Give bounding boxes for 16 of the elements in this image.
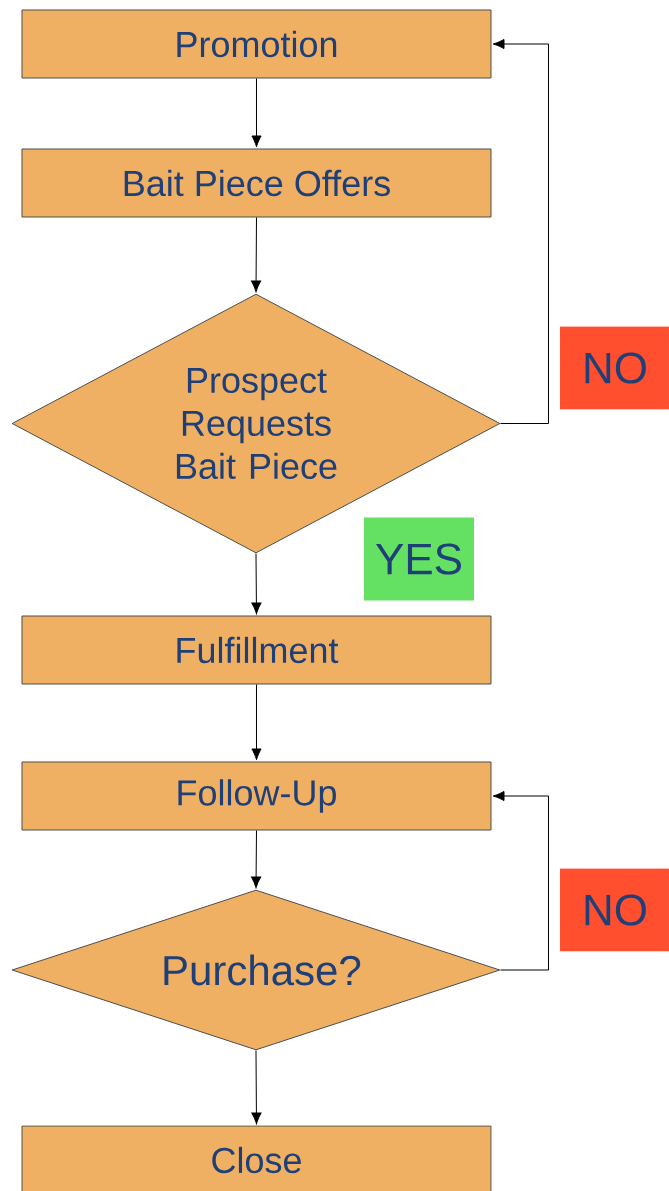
edge-label: NO (560, 326, 669, 410)
edge-label: YES (364, 517, 474, 601)
arrow (251, 217, 262, 293)
arrow (492, 790, 549, 971)
process-box: Fulfillment (21, 615, 492, 685)
arrow (492, 38, 549, 424)
arrow (251, 684, 262, 761)
arrow (251, 78, 262, 148)
arrow (251, 830, 262, 889)
arrow (251, 1050, 262, 1125)
process-box: Follow-Up (21, 761, 492, 831)
edge-label: NO (560, 868, 669, 952)
process-box: Bait Piece Offers (21, 148, 492, 218)
arrow (251, 553, 262, 615)
process-box: Promotion (21, 9, 492, 79)
process-box: Close (21, 1125, 492, 1191)
